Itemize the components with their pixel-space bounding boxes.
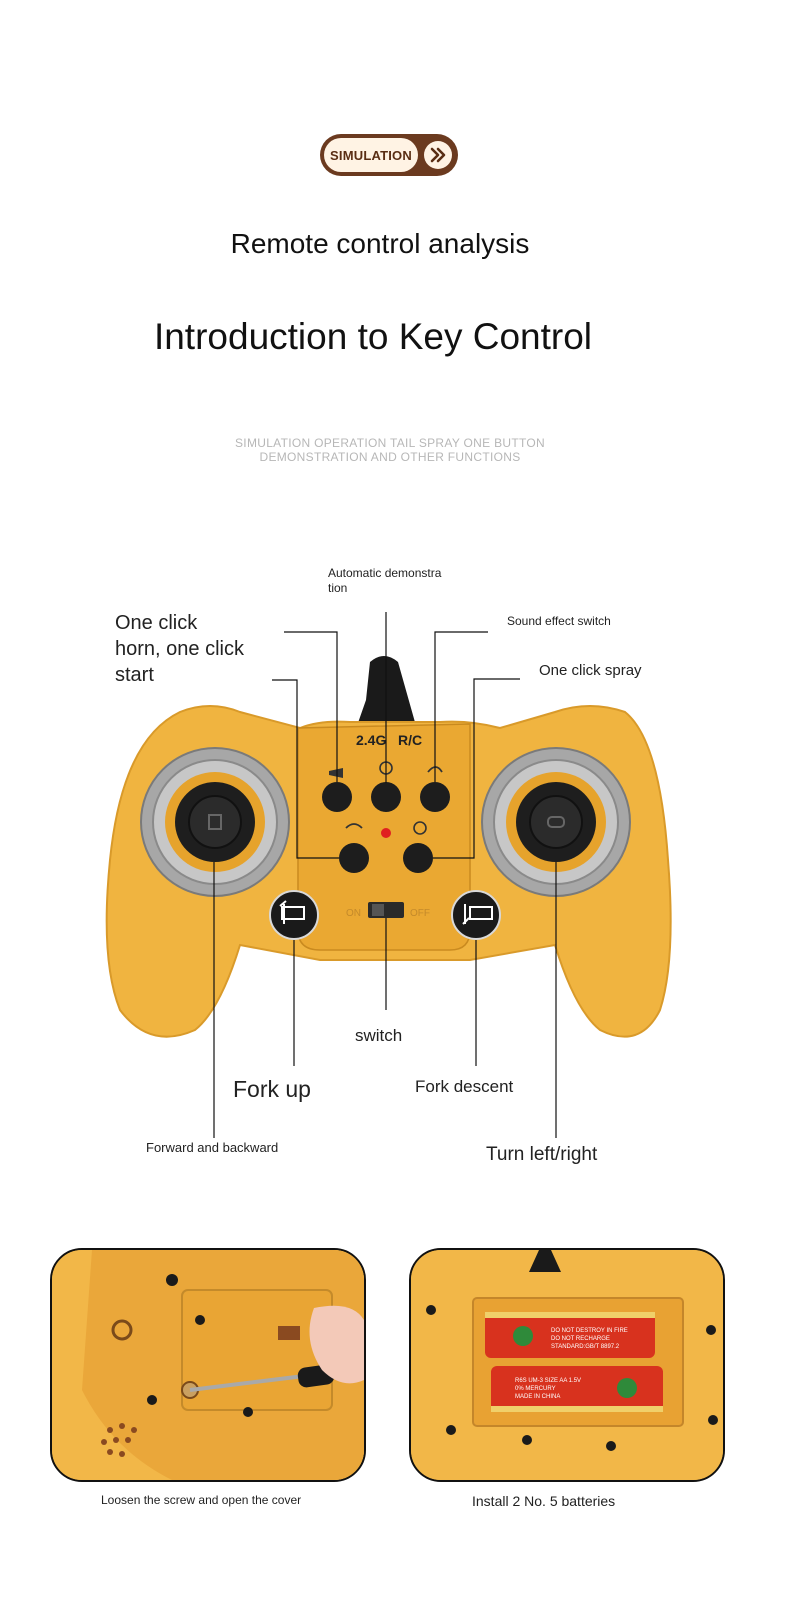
remote-controller-diagram: 2.4G R/C ON O <box>105 612 672 1138</box>
sound-effect-button[interactable] <box>420 782 450 812</box>
status-led <box>381 828 391 838</box>
battery-warning-3: STANDARD:GB/T 8897.2 <box>551 1344 620 1350</box>
power-on-label: ON <box>346 908 361 919</box>
leader-horn <box>284 631 338 782</box>
power-switch[interactable] <box>368 902 404 918</box>
callout-auto-demo: Automatic demonstra tion <box>328 566 441 596</box>
screwdriver-shaft <box>189 1374 305 1392</box>
callout-sound-effect: Sound effect switch <box>507 614 611 628</box>
callout-forward-backward: Forward and backward <box>146 1140 279 1155</box>
callout-horn-line3: start <box>115 664 154 686</box>
horn-button[interactable] <box>322 782 352 812</box>
spray-icon <box>413 821 427 835</box>
batteries-illustration: DO NOT DESTROY IN FIRE DO NOT RECHARGE S… <box>411 1250 723 1480</box>
auto-demo-button[interactable] <box>371 782 401 812</box>
callout-turn: Turn left/right <box>486 1144 598 1165</box>
battery-label-2: 0% MERCURY <box>515 1386 556 1392</box>
battery-bottom: R6S UM-3 SIZE AA 1.5V 0% MERCURY MADE IN… <box>491 1366 663 1412</box>
callout-switch: switch <box>355 1026 403 1045</box>
leader-lines <box>213 612 557 1138</box>
horn-icon <box>329 768 343 778</box>
page-title: Introduction to Key Control <box>153 316 593 357</box>
page-subtitle: SIMULATION OPERATION TAIL SPRAY ONE BUTT… <box>235 436 545 464</box>
speaker-grille <box>101 1423 137 1457</box>
fork-descent-button[interactable] <box>451 890 501 940</box>
battery-warning-1: DO NOT DESTROY IN FIRE <box>551 1328 628 1334</box>
badge-label: SIMULATION <box>324 138 418 172</box>
spray-button[interactable] <box>403 843 433 873</box>
battery-warning-2: DO NOT RECHARGE <box>551 1336 610 1342</box>
start-button[interactable] <box>339 843 369 873</box>
left-joystick[interactable] <box>140 747 290 897</box>
cover-slot <box>278 1326 300 1340</box>
callout-horn-start: One click horn, one click start <box>115 610 244 688</box>
battery-label-1: R6S UM-3 SIZE AA 1.5V <box>515 1378 581 1384</box>
callout-horn-line1: One click <box>115 612 198 634</box>
callout-fork-up: Fork up <box>233 1076 311 1102</box>
signal-icon <box>345 823 363 829</box>
photo-batteries: DO NOT DESTROY IN FIRE DO NOT RECHARGE S… <box>409 1248 725 1482</box>
battery-cover <box>181 1289 333 1411</box>
battery-label-3: MADE IN CHINA <box>515 1394 560 1400</box>
print-rc: R/C <box>398 732 422 748</box>
caption-install-batteries: Install 2 No. 5 batteries <box>472 1493 616 1509</box>
callout-fork-descent: Fork descent <box>415 1077 514 1096</box>
leader-start <box>272 679 339 859</box>
open-cover-illustration <box>52 1250 364 1480</box>
callout-auto-demo-line1: Automatic demonstra <box>328 566 442 580</box>
finger <box>309 1305 364 1384</box>
callout-horn-line2: horn, one click <box>115 638 244 660</box>
callout-spray: One click spray <box>539 662 642 679</box>
fork-up-button[interactable] <box>269 890 319 940</box>
leader-sound <box>434 631 488 782</box>
leader-spray <box>433 678 520 859</box>
print-24g: 2.4G <box>356 732 386 748</box>
battery-top: DO NOT DESTROY IN FIRE DO NOT RECHARGE S… <box>485 1312 655 1358</box>
simulation-badge: SIMULATION <box>320 134 458 176</box>
caption-open-cover: Loosen the screw and open the cover <box>101 1493 302 1507</box>
section-heading: Remote control analysis <box>230 228 530 259</box>
photo-open-cover <box>50 1248 366 1482</box>
double-chevron-right-icon <box>424 141 452 169</box>
right-joystick[interactable] <box>481 747 631 897</box>
callout-auto-demo-line2: tion <box>328 581 348 595</box>
power-off-label: OFF <box>410 908 430 919</box>
